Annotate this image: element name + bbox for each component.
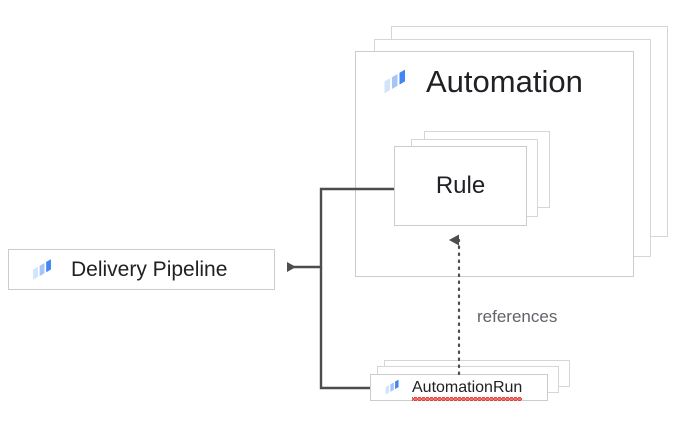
rule-card-front[interactable] — [394, 146, 527, 226]
cloud-deploy-icon — [382, 67, 412, 97]
edge-automationrun-to-delivery-pipeline — [319, 267, 370, 390]
delivery-pipeline-node[interactable]: Delivery Pipeline — [8, 249, 275, 290]
rule-label: Rule — [435, 172, 486, 199]
automationrun-label: AutomationRun — [412, 378, 523, 401]
automation-group-header: Automation — [382, 66, 583, 97]
automationrun-node[interactable]: AutomationRun — [370, 374, 548, 401]
automation-group-title: Automation — [426, 64, 583, 99]
delivery-pipeline-label: Delivery Pipeline — [71, 257, 228, 281]
automationrun-label-text: AutomationRun — [412, 378, 523, 401]
cloud-deploy-icon — [384, 378, 403, 397]
cloud-deploy-icon — [31, 257, 57, 283]
edge-label-references: references — [477, 307, 558, 326]
